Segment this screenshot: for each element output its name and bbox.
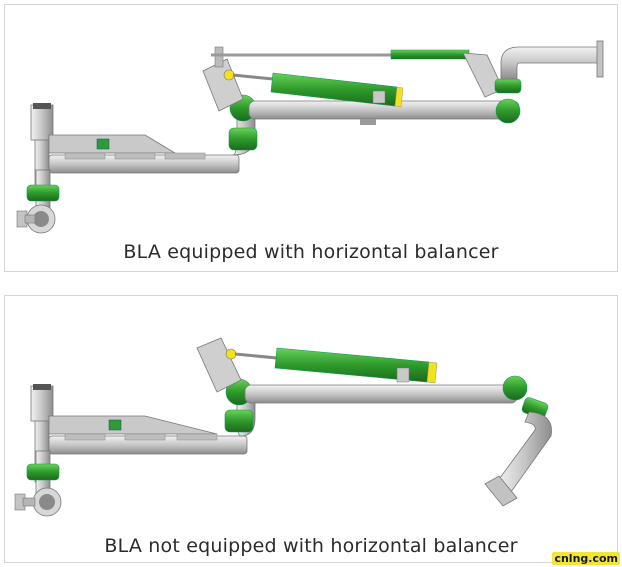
figure-with-balancer: BLA equipped with horizontal balancer (4, 4, 618, 272)
balancer-cylinder (232, 72, 404, 108)
figure-without-balancer: BLA not equipped with horizontal balance… (4, 295, 618, 563)
outboard-swivel (495, 98, 521, 124)
outboard-swivel (502, 375, 528, 401)
figure-caption: BLA not equipped with horizontal balance… (104, 535, 518, 557)
outlet-flange (596, 40, 604, 78)
outlet-drop-pipe (496, 411, 552, 493)
base-swivel (26, 184, 60, 202)
loading-arm-drawing-with-balancer (16, 40, 604, 234)
primary-swivel-lower (224, 409, 254, 433)
outlet-flange (484, 475, 518, 507)
figure-caption: BLA equipped with horizontal balancer (123, 241, 499, 263)
base-swivel (26, 463, 60, 481)
nameplate (108, 419, 122, 431)
balancer-cylinder (234, 347, 438, 384)
watermark: cnlng.com (552, 552, 620, 565)
loading-arm-drawing-without-balancer (14, 337, 552, 517)
primary-swivel-lower (228, 127, 258, 151)
nameplate (96, 138, 110, 150)
support-plate (48, 415, 218, 435)
outer-arm-pipe (244, 384, 518, 404)
support-plate (48, 134, 177, 154)
outlet-elbow (500, 46, 600, 80)
linkage-plate (196, 337, 242, 393)
